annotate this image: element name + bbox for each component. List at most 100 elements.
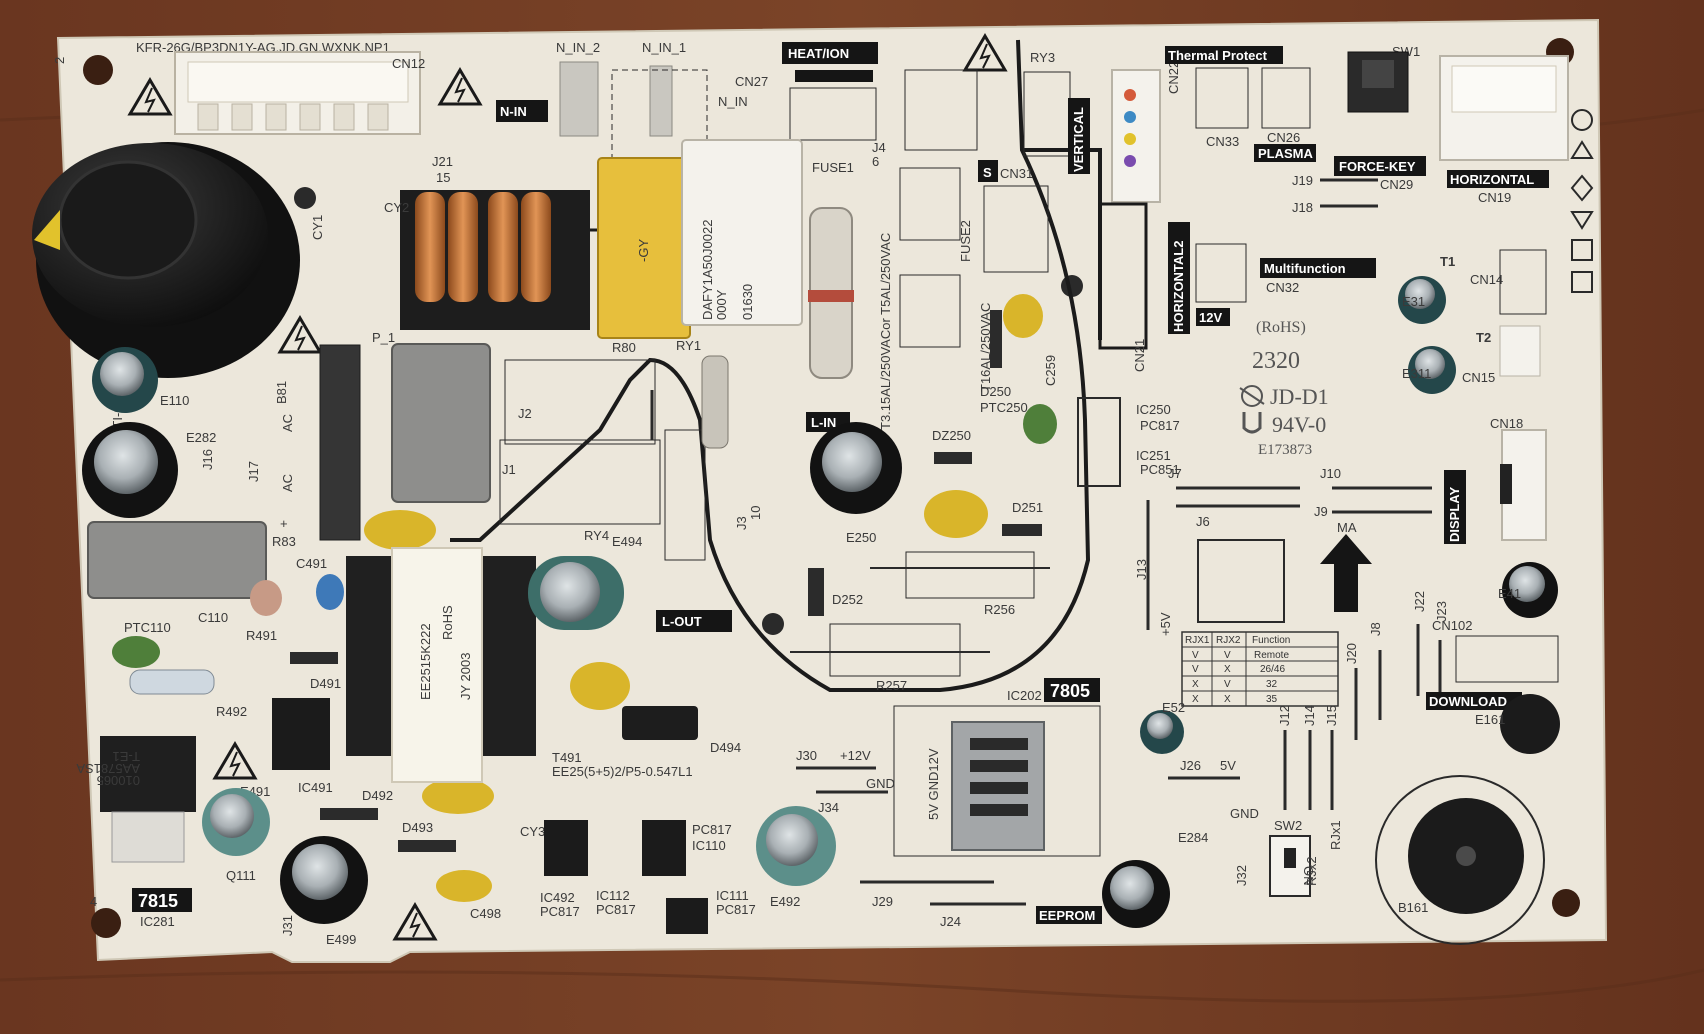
diode bbox=[398, 840, 456, 852]
maker-logo-icon bbox=[1239, 385, 1265, 407]
svg-text:CN12: CN12 bbox=[392, 56, 425, 71]
svg-text:J29: J29 bbox=[872, 894, 893, 909]
svg-text:FUSE1: FUSE1 bbox=[812, 160, 854, 175]
axial-resistor bbox=[701, 355, 729, 449]
high-voltage-icon bbox=[212, 741, 258, 780]
svg-text:Multifunction: Multifunction bbox=[1264, 261, 1346, 276]
svg-text:J13: J13 bbox=[1134, 559, 1149, 580]
svg-text:C498: C498 bbox=[470, 906, 501, 921]
badge-eeprom bbox=[1036, 906, 1102, 924]
svg-text:E41: E41 bbox=[1498, 586, 1521, 601]
electrolytic-capacitor bbox=[1408, 346, 1456, 394]
svg-text:Remote: Remote bbox=[1254, 650, 1289, 661]
film-capacitor bbox=[391, 343, 491, 503]
zener-diode bbox=[934, 452, 972, 464]
svg-text:EE25(5+5)2/P5-0.547L1: EE25(5+5)2/P5-0.547L1 bbox=[552, 764, 693, 779]
connector-cn12: CN12 bbox=[174, 51, 425, 135]
svg-text:J1: J1 bbox=[502, 462, 516, 477]
electrolytic-capacitor bbox=[756, 806, 836, 886]
svg-text:J32: J32 bbox=[1234, 865, 1249, 886]
svg-text:L-OUT: L-OUT bbox=[662, 614, 702, 629]
svg-text:FORCE-KEY: FORCE-KEY bbox=[1339, 159, 1416, 174]
yellow-capacitor bbox=[924, 490, 988, 538]
svg-text:V: V bbox=[1224, 650, 1231, 661]
svg-text:RY3: RY3 bbox=[1030, 50, 1055, 65]
svg-text:6: 6 bbox=[872, 154, 879, 169]
svg-text:VERTICAL: VERTICAL bbox=[1071, 107, 1086, 172]
svg-text:E494: E494 bbox=[612, 534, 642, 549]
ic492 bbox=[544, 820, 588, 876]
svg-text:CN15: CN15 bbox=[1462, 370, 1495, 385]
svg-text:T2: T2 bbox=[1476, 330, 1491, 345]
svg-text:J17: J17 bbox=[246, 461, 261, 482]
svg-text:94V-0: 94V-0 bbox=[1272, 412, 1326, 437]
badge-7815 bbox=[132, 888, 192, 912]
mount-hole bbox=[1552, 889, 1580, 917]
svg-text:E52: E52 bbox=[1162, 700, 1185, 715]
electrolytic-capacitor bbox=[82, 422, 178, 518]
electrolytic-capacitor bbox=[1102, 860, 1170, 928]
svg-text:J4: J4 bbox=[872, 140, 886, 155]
svg-text:X: X bbox=[1192, 694, 1199, 705]
svg-text:7805: 7805 bbox=[1050, 681, 1090, 701]
badge-7805 bbox=[1044, 678, 1100, 702]
svg-text:PLASMA: PLASMA bbox=[1258, 146, 1314, 161]
svg-text:PC817: PC817 bbox=[1140, 418, 1180, 433]
bulk-capacitor bbox=[32, 142, 300, 378]
connector-cn22 bbox=[1111, 69, 1161, 203]
function-table: RJX1 RJX2 Function V V Remote V X 26/46 … bbox=[1181, 631, 1339, 707]
svg-text:L-IN: L-IN bbox=[811, 415, 836, 430]
electrolytic-capacitor bbox=[1500, 694, 1560, 754]
badge-multifunction bbox=[1260, 258, 1376, 278]
svg-text:E284: E284 bbox=[1178, 830, 1208, 845]
electrolytic-capacitor bbox=[528, 556, 624, 630]
svg-text:+: + bbox=[280, 516, 288, 531]
svg-text:IC281: IC281 bbox=[140, 914, 175, 929]
svg-text:C110: C110 bbox=[198, 610, 228, 625]
svg-text:SW2: SW2 bbox=[1274, 818, 1302, 833]
svg-text:5V GND12V: 5V GND12V bbox=[926, 748, 941, 820]
svg-text:C259: C259 bbox=[1043, 355, 1058, 386]
svg-text:PTC110: PTC110 bbox=[124, 620, 171, 635]
svg-text:CN21: CN21 bbox=[1132, 339, 1147, 372]
svg-text:7815: 7815 bbox=[138, 891, 178, 911]
relay-label: DAFY1A50J0022 000Y 01630 bbox=[681, 139, 803, 326]
shape-legend-icon bbox=[1570, 109, 1594, 293]
svg-text:N_IN_1: N_IN_1 bbox=[642, 40, 686, 55]
svg-text:D491: D491 bbox=[310, 676, 341, 691]
svg-text:IC250: IC250 bbox=[1136, 402, 1171, 417]
svg-text:DISPLAY: DISPLAY bbox=[1447, 487, 1462, 542]
ptc-thermistor bbox=[112, 636, 160, 668]
svg-text:IC491: IC491 bbox=[298, 780, 333, 795]
svg-text:R257: R257 bbox=[876, 678, 907, 693]
ceramic-capacitor bbox=[250, 580, 282, 616]
common-mode-choke bbox=[400, 190, 590, 330]
mount-hole bbox=[91, 908, 121, 938]
svg-text:HORIZONTAL: HORIZONTAL bbox=[1450, 172, 1534, 187]
svg-text:15: 15 bbox=[436, 170, 450, 185]
svg-text:J7: J7 bbox=[1168, 466, 1182, 481]
svg-text:000Y: 000Y bbox=[714, 289, 729, 320]
svg-text:J15: J15 bbox=[1324, 705, 1339, 726]
svg-text:EE2515K222: EE2515K222 bbox=[418, 623, 433, 700]
svg-text:PC817: PC817 bbox=[540, 904, 580, 919]
svg-text:E499: E499 bbox=[326, 932, 356, 947]
diode bbox=[622, 706, 698, 740]
high-voltage-icon bbox=[437, 67, 483, 106]
svg-text:26/46: 26/46 bbox=[1260, 664, 1285, 675]
svg-text:D251: D251 bbox=[1012, 500, 1043, 515]
svg-text:B81: B81 bbox=[274, 381, 289, 404]
badge-n-in bbox=[496, 100, 548, 122]
svg-text:J24: J24 bbox=[940, 914, 961, 929]
svg-text:AC: AC bbox=[280, 474, 295, 492]
svg-text:V: V bbox=[1192, 664, 1199, 675]
svg-text:2: 2 bbox=[52, 57, 67, 64]
svg-text:D492: D492 bbox=[362, 788, 393, 803]
svg-text:C491: C491 bbox=[296, 556, 327, 571]
svg-text:DOWNLOAD: DOWNLOAD bbox=[1429, 694, 1507, 709]
svg-text:J3: J3 bbox=[734, 516, 749, 530]
svg-text:V: V bbox=[1224, 679, 1231, 690]
svg-text:J19: J19 bbox=[1292, 173, 1313, 188]
high-voltage-icon bbox=[277, 315, 323, 354]
svg-text:12V: 12V bbox=[1199, 310, 1222, 325]
